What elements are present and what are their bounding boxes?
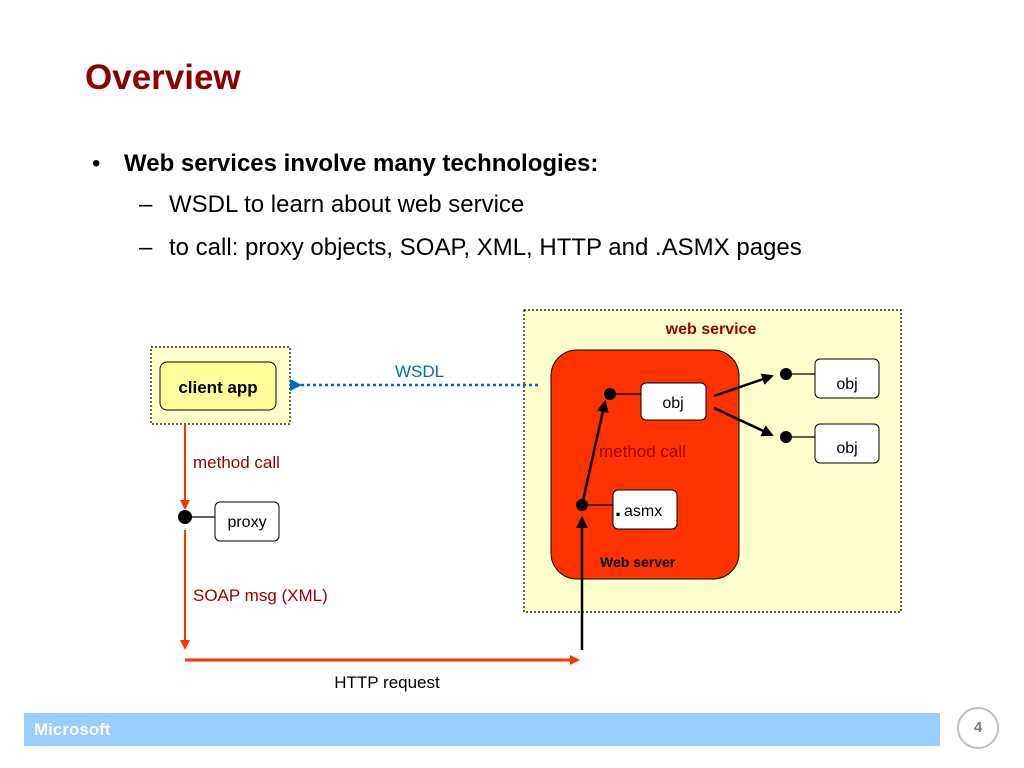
bullet-text: Web services involve many technologies:: [124, 150, 599, 177]
method-call-server-label: method call: [599, 442, 686, 461]
obj-to-obj-top-arrow: [713, 373, 774, 398]
obj-right-bottom-label: obj: [836, 440, 857, 457]
wsdl-label: WSDL: [395, 362, 444, 381]
client-app-box: [159, 361, 277, 411]
asmx-dot: .: [615, 496, 621, 521]
obj-right-top-label: obj: [836, 376, 857, 393]
method-call-client-label: method call: [193, 453, 280, 472]
asmx-label: asmx: [624, 503, 662, 520]
obj-box: [640, 382, 707, 421]
web-service-label: web service: [665, 321, 757, 338]
http-request-label: HTTP request: [334, 673, 440, 692]
obj-endpoint-dot: [604, 388, 616, 400]
asmx-box: [612, 489, 678, 530]
footer-bar: Microsoft: [24, 713, 940, 746]
sub-bullet-dash: –: [139, 191, 153, 218]
sub-bullet-text: to call: proxy objects, SOAP, XML, HTTP …: [169, 234, 802, 261]
soap-label: SOAP msg (XML): [193, 586, 328, 605]
page-number: 4: [957, 707, 999, 749]
sub-bullet-dash: –: [139, 234, 153, 261]
proxy-label: proxy: [227, 514, 266, 531]
sub-bullet-text: WSDL to learn about web service: [169, 191, 525, 218]
asmx-to-obj-arrow: [580, 400, 609, 506]
obj-to-obj-bottom-arrow: [713, 406, 774, 437]
bullet-symbol: •: [92, 150, 101, 177]
obj-label: obj: [662, 395, 683, 412]
obj-right-top-box: [814, 358, 880, 399]
footer-brand: Microsoft: [34, 720, 111, 739]
slide-title: Overview: [85, 58, 241, 97]
web-server-label: Web server: [600, 554, 676, 570]
obj-right-bottom-box: [814, 423, 880, 464]
proxy-box: [214, 501, 280, 542]
client-app-label: client app: [178, 378, 257, 397]
